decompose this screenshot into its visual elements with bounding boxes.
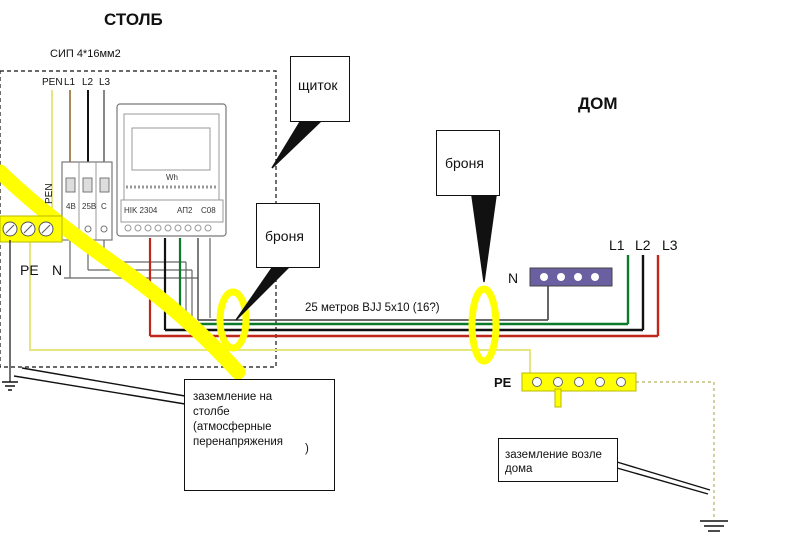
house-l1-label: L1 — [609, 237, 625, 253]
house-ground-text-2: дома — [505, 463, 533, 475]
wire-l3-label: L3 — [99, 77, 111, 88]
pole-ground-text-2: столбе — [193, 406, 230, 418]
callout-pointers — [13, 121, 711, 495]
pe-left-label: PE — [20, 262, 39, 278]
armor-pole-callout-text: броня — [265, 228, 304, 244]
panel-callout-text: щиток — [298, 77, 338, 93]
house-pe-bus — [521, 372, 637, 408]
pole-ground-text-5: ) — [305, 443, 309, 455]
ground-conductor — [0, 164, 246, 380]
cable-run-label: 25 метров BJJ 5x10 (16?) — [305, 302, 440, 314]
wire-l1-label: L1 — [64, 77, 76, 88]
electricity-meter — [116, 103, 227, 237]
breaker-c-label: C — [101, 202, 107, 211]
armor-pole-callout: броня — [256, 203, 320, 268]
meter-model-label: НIK 2304 — [124, 206, 158, 215]
armor-house-callout-text: броня — [445, 155, 484, 171]
meter-ap-label: АП2 — [177, 206, 193, 215]
pole-title: СТОЛБ — [104, 10, 163, 29]
pole-ground-text-3: (атмосферные — [193, 421, 272, 433]
meter-code-label: C08 — [201, 206, 216, 215]
armor-ring-pole — [216, 288, 250, 352]
wire-l2-label: L2 — [82, 77, 94, 88]
panel-callout: щиток — [290, 56, 350, 122]
house-ground-text-1: заземление возле — [505, 449, 602, 461]
house-title: ДОМ — [578, 94, 618, 113]
pole-ground-text-1: заземление на — [193, 391, 273, 403]
outgoing-cable-bundle — [29, 232, 660, 380]
house-l3-label: L3 — [662, 237, 678, 253]
house-n-label: N — [508, 270, 519, 286]
breaker-4b-label: 4B — [66, 202, 76, 211]
meter-wh-label: Wh — [166, 173, 178, 182]
house-ground-callout: заземление возле дома — [498, 438, 618, 482]
breaker-pen-label: PEN — [44, 183, 55, 204]
sip-cable-label: СИП 4*16мм2 — [50, 48, 121, 60]
incoming-sip-wires — [51, 90, 105, 230]
house-l2-label: L2 — [635, 237, 651, 253]
house-pe-label: PE — [494, 375, 512, 390]
pole-ground-callout: заземление на столбе (атмосферные перена… — [184, 379, 335, 491]
pole-ground-text-4: перенапряжения — [193, 436, 283, 448]
n-left-label: N — [52, 262, 63, 278]
breaker-25b-label: 25B — [82, 202, 97, 211]
armor-house-callout: броня — [436, 130, 500, 196]
wire-pen-label: PEN — [42, 77, 63, 88]
pole-ground-symbol — [2, 240, 18, 391]
armor-ring-house — [468, 285, 500, 365]
pe-bus-left — [0, 215, 63, 243]
house-ground-line — [636, 381, 728, 532]
house-n-bus — [529, 267, 613, 287]
